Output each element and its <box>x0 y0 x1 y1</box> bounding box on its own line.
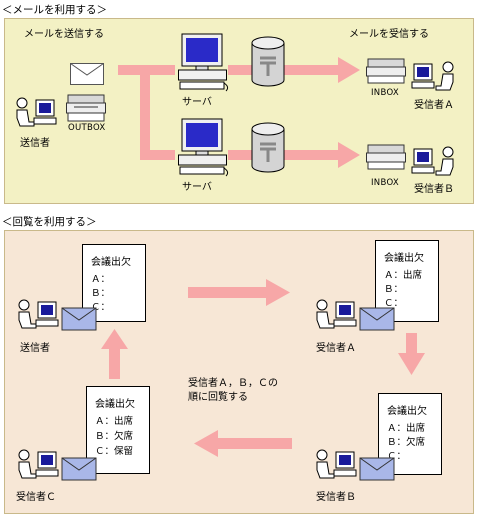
recipient-b-workstation-icon <box>316 449 395 481</box>
inbox-b-label: INBOX <box>371 178 400 188</box>
database-bottom-icon <box>251 122 285 173</box>
recipient-c-workstation-icon <box>18 449 97 481</box>
database-top-icon <box>251 36 285 87</box>
outbox-tray-icon <box>66 94 106 122</box>
mail-envelope-icon <box>70 63 104 85</box>
outbox-label: OUTBOX <box>68 123 106 133</box>
mail-section-heading: ＜メールを利用する＞ <box>2 4 107 16</box>
form-title: 会議出欠 <box>91 257 131 268</box>
receive-mail-label: メールを受信する <box>349 29 429 40</box>
form-line-a: Ａ：出席 <box>95 416 134 427</box>
inbox-a-label: INBOX <box>371 88 400 98</box>
form-line-b: Ｂ： <box>91 288 111 299</box>
circulation-sender-label: 送信者 <box>20 343 50 354</box>
circulation-order-note-line1: 受信者Ａ，Ｂ，Ｃの <box>188 378 278 389</box>
form-line-b: Ｂ：欠席 <box>387 437 426 448</box>
inbox-tray-a-icon <box>366 58 406 84</box>
form-line-a: Ａ： <box>91 274 111 285</box>
form-title: 会議出欠 <box>384 253 424 264</box>
form-line-b: Ｂ：欠席 <box>95 431 134 442</box>
circulation-order-note-line2: 順に回覧する <box>188 392 248 403</box>
circulation-recipient-c-label: 受信者Ｃ <box>16 492 56 503</box>
mail-sender-label: 送信者 <box>20 138 50 149</box>
circulation-recipient-a-label: 受信者Ａ <box>316 343 356 354</box>
form-title: 会議出欠 <box>95 399 135 410</box>
sender-workstation-icon <box>18 299 97 331</box>
form-line-b: Ｂ： <box>384 284 404 295</box>
form-line-a: Ａ：出席 <box>387 423 426 434</box>
form-line-c: Ｃ：保留 <box>95 446 134 457</box>
recipient-b-person-icon <box>411 146 454 176</box>
recipient-a-person-icon <box>411 61 454 91</box>
attendance-form-recipient-c: 会議出欠 Ａ：出席 Ｂ：欠席 Ｃ：保留 <box>86 386 150 474</box>
circulation-section-heading: ＜回覧を利用する＞ <box>2 216 97 228</box>
inbox-tray-b-icon <box>366 144 406 170</box>
sender-person-icon <box>16 97 57 127</box>
server-top-label: サーバ <box>182 97 212 108</box>
form-line-c: Ｃ： <box>387 451 407 462</box>
form-line-c: Ｃ： <box>384 298 404 309</box>
server-computer-bottom-icon <box>178 118 229 177</box>
recipient-b-label: 受信者Ｂ <box>414 184 454 195</box>
circulation-recipient-b-label: 受信者Ｂ <box>316 492 356 503</box>
recipient-a-workstation-icon <box>316 299 395 331</box>
recipient-a-label: 受信者Ａ <box>414 100 454 111</box>
send-mail-label: メールを送信する <box>24 29 104 40</box>
form-line-a: Ａ：出席 <box>384 270 423 281</box>
server-bottom-label: サーバ <box>182 182 212 193</box>
server-computer-top-icon <box>178 33 229 92</box>
form-line-c: Ｃ： <box>91 302 111 313</box>
form-title: 会議出欠 <box>387 406 427 417</box>
